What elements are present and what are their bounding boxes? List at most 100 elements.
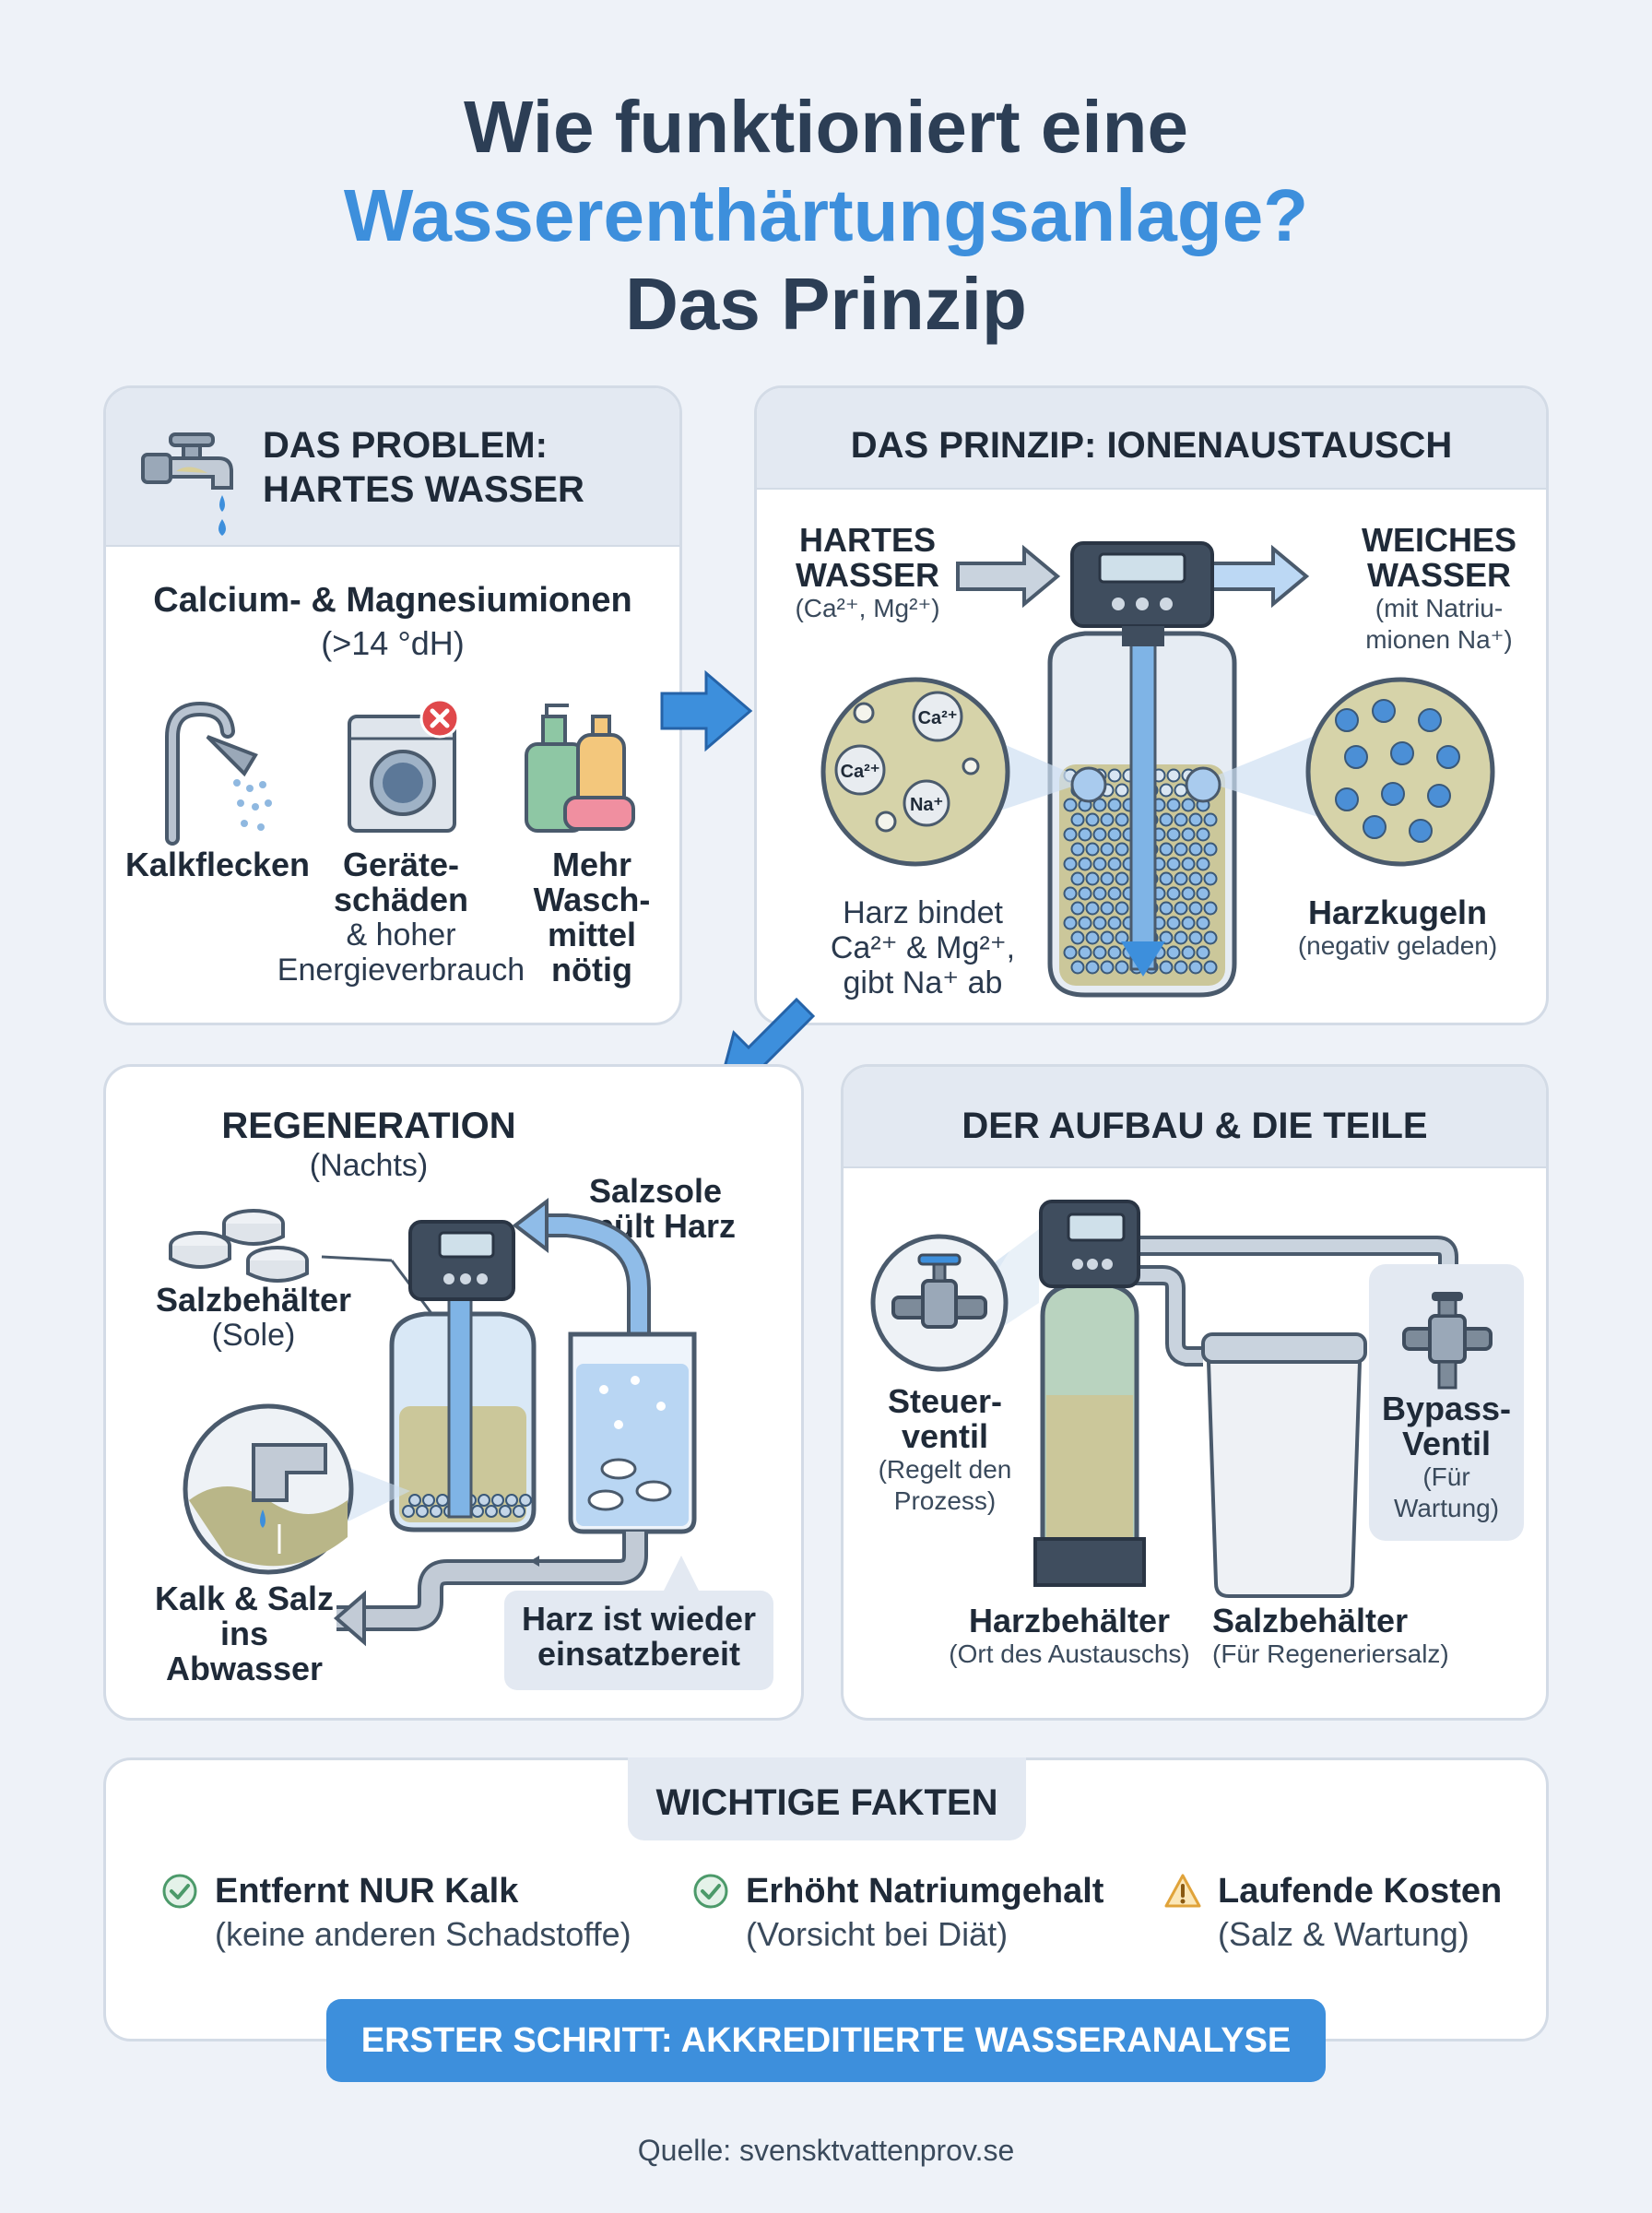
regeneration-diagram	[169, 1197, 697, 1647]
resin-bead	[1070, 930, 1085, 945]
resin-bead	[1203, 842, 1218, 857]
problem-heading: DAS PROBLEM: HARTES WASSER	[263, 423, 650, 512]
resin-bead	[430, 1505, 442, 1518]
resin-bead	[505, 1494, 518, 1507]
resin-bead	[1203, 871, 1218, 886]
source-credit: Quelle: svensktvattenprov.se	[637, 2134, 1015, 2167]
resin-bead	[1100, 812, 1115, 827]
resin-bead	[1196, 886, 1210, 901]
resin-bead	[1115, 812, 1129, 827]
resin-bead	[1063, 827, 1078, 842]
resin-bead	[1078, 886, 1092, 901]
principle-heading: DAS PRINZIP: IONENAUSTAUSCH	[850, 425, 1453, 466]
resin-bead	[1085, 901, 1100, 916]
resin-bead	[1166, 857, 1181, 871]
problem-card: DAS PROBLEM: HARTES WASSER Calcium- & Ma…	[103, 385, 682, 1025]
resin-bead	[1188, 842, 1203, 857]
resin-bead	[1092, 857, 1107, 871]
control-valve-label: Steuer- ventil (Regelt den Prozess)	[878, 1382, 1012, 1516]
resin-tank-label: Harzbehälter (Ort des Austauschs)	[949, 1602, 1190, 1669]
resin-bead	[1188, 901, 1203, 916]
setup-diagram	[870, 1200, 1524, 1598]
problem-ions: Calcium- & Magnesiumionen	[153, 581, 632, 620]
resin-bead	[1166, 768, 1181, 783]
resin-bead	[1196, 857, 1210, 871]
resin-bead	[1092, 798, 1107, 812]
resin-bead	[1381, 782, 1405, 806]
shower-icon	[165, 701, 272, 846]
bypass-valve-icon	[1402, 1292, 1493, 1390]
fact-item-2: Erhöht Natriumgehalt (Vorsicht bei Diät)	[692, 1869, 1116, 1956]
setup-heading: DER AUFBAU & DIE TEILE	[962, 1106, 1428, 1146]
resin-bead	[422, 1494, 435, 1507]
facts-card: WICHTIGE FAKTEN Entfernt NUR Kalk (keine…	[103, 1757, 1549, 2041]
problem-hardness: (>14 °dH)	[321, 624, 465, 662]
resin-bead	[1203, 930, 1218, 945]
resin-bead	[1203, 960, 1218, 975]
cta-text: ERSTER SCHRITT: AKKREDITIERTE WASSERANAL…	[360, 2021, 1292, 2060]
ion-ca-label-2: Ca²⁺	[841, 762, 880, 782]
resin-bead	[1085, 930, 1100, 945]
resin-bead	[1372, 699, 1396, 723]
resin-bead	[1063, 886, 1078, 901]
resin-bead	[1159, 930, 1174, 945]
check-icon	[162, 1874, 197, 1909]
resin-bead	[1181, 827, 1196, 842]
resin-bead	[1107, 916, 1122, 930]
principle-card: DAS PRINZIP: IONENAUSTAUSCH HARTES WASSE…	[754, 385, 1549, 1025]
resin-bead	[1363, 815, 1386, 839]
resin-bead	[1159, 901, 1174, 916]
resin-bead	[1078, 857, 1092, 871]
title-line-2: Wasserenthärtungsanlage?	[343, 174, 1309, 256]
resin-bead	[1188, 871, 1203, 886]
page-title: Wie funktioniert eine Wasserenthärtungsa…	[0, 83, 1652, 349]
resin-bead	[402, 1505, 415, 1518]
resin-bead	[1063, 916, 1078, 930]
resin-bead	[1070, 960, 1085, 975]
resin-bead	[1100, 901, 1115, 916]
facts-heading: WICHTIGE FAKTEN	[655, 1782, 998, 1823]
fact-1-sub: (keine anderen Schadstoffe)	[215, 1915, 631, 1953]
ion-ca-label-1: Ca²⁺	[918, 708, 958, 728]
ready-bubble-tail	[663, 1556, 700, 1592]
resin-bead	[1092, 916, 1107, 930]
fact-item-3: Laufende Kosten (Salz & Wartung)	[1164, 1869, 1533, 1956]
resin-bead	[1203, 812, 1218, 827]
resin-bead	[1159, 842, 1174, 857]
resin-bead	[513, 1505, 525, 1518]
resin-bead	[1181, 798, 1196, 812]
resin-bead	[1166, 916, 1181, 930]
fact-2-sub: (Vorsicht bei Diät)	[746, 1915, 1009, 1953]
title-line-1: Wie funktioniert eine	[463, 86, 1188, 168]
resin-bead	[1436, 745, 1460, 769]
faucet-icon	[141, 432, 233, 536]
resin-bead	[1181, 886, 1196, 901]
title-line-3: Das Prinzip	[625, 263, 1027, 345]
resin-bead	[1100, 960, 1115, 975]
resin-bead	[1196, 945, 1210, 960]
resin-bead	[478, 1494, 490, 1507]
resin-bead	[408, 1494, 421, 1507]
resin-bead	[1107, 768, 1122, 783]
resin-bead	[1335, 708, 1359, 732]
washing-machine-icon	[348, 698, 460, 833]
resin-bead	[1107, 827, 1122, 842]
resin-bead	[1107, 857, 1122, 871]
resin-bead	[1188, 960, 1203, 975]
effect-limescale: Kalkflecken	[124, 846, 311, 883]
cta-banner[interactable]: ERSTER SCHRITT: AKKREDITIERTE WASSERANAL…	[326, 1999, 1326, 2082]
ion-exchange-diagram: Ca²⁺ Ca²⁺ Na⁺	[820, 541, 1495, 998]
resin-bead	[1115, 960, 1129, 975]
resin-bead	[1085, 960, 1100, 975]
resin-bead	[1174, 783, 1188, 798]
setup-card-header	[844, 1067, 1546, 1168]
resin-bead	[1181, 857, 1196, 871]
resin-bead	[1085, 871, 1100, 886]
resin-binding-note: Harz bindet Ca²⁺ & Mg²⁺, gibt Na⁺ ab	[830, 895, 1016, 1000]
resin-bead	[1166, 886, 1181, 901]
resin-bead	[1196, 916, 1210, 930]
resin-bead	[1107, 798, 1122, 812]
facts-heading-tab	[628, 1757, 1026, 1840]
resin-bead	[1344, 745, 1368, 769]
problem-heading-line-2: HARTES WASSER	[263, 469, 584, 510]
